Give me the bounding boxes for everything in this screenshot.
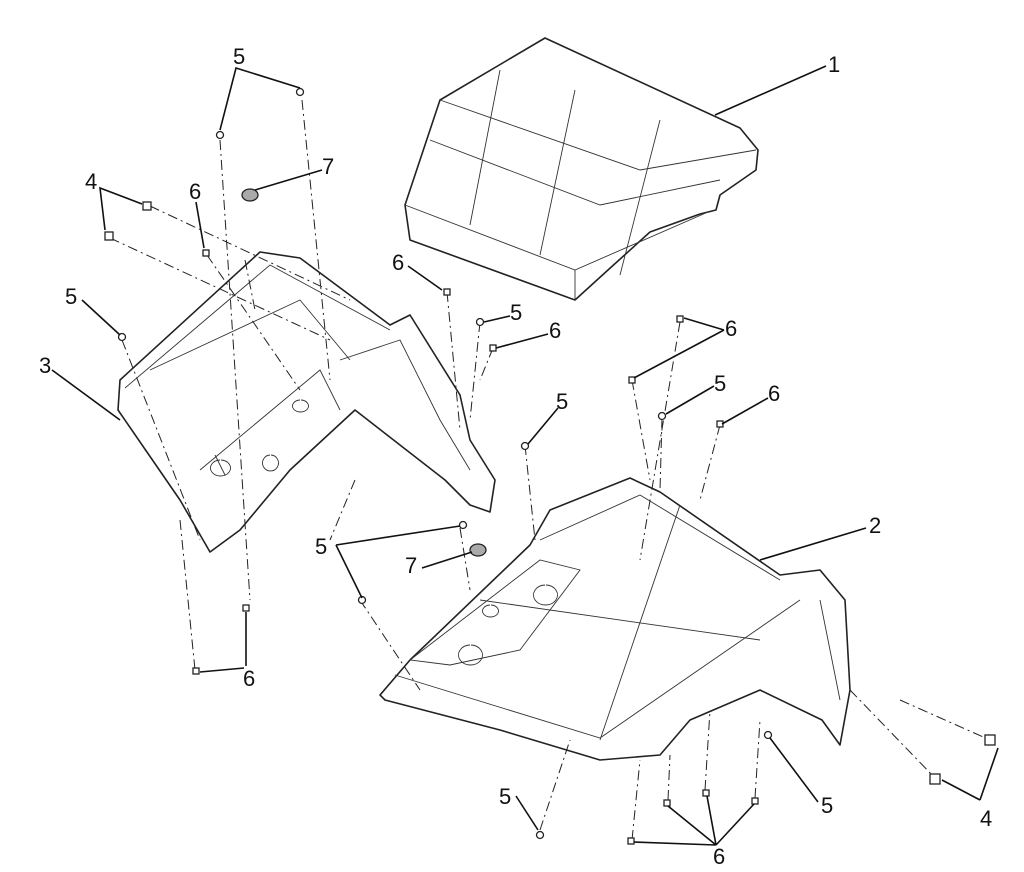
screw-5 (535, 830, 545, 840)
screw-5 (295, 87, 305, 97)
part-3-left-fender (117, 251, 496, 553)
screw-5 (763, 730, 773, 740)
callout-6: 6 (243, 666, 255, 691)
callout-6: 6 (549, 318, 561, 343)
callout-7: 7 (322, 154, 334, 179)
callout-5: 5 (65, 284, 77, 309)
callout-6: 6 (189, 179, 201, 204)
callout-6: 6 (725, 316, 737, 341)
callout-5: 5 (499, 784, 511, 809)
assembly-lines (109, 99, 991, 841)
callout-5: 5 (315, 534, 327, 559)
nut-6 (443, 288, 451, 296)
callout-7: 7 (405, 553, 417, 578)
callout-6: 6 (768, 381, 780, 406)
nut-6 (628, 376, 636, 384)
clip-4 (142, 201, 152, 211)
nut-6 (242, 604, 250, 612)
callout-5: 5 (510, 300, 522, 325)
callout-1: 1 (828, 52, 840, 77)
callout-4: 4 (980, 806, 992, 831)
screw-5 (215, 130, 225, 140)
callout-5: 5 (233, 44, 245, 69)
callout-labels: 1 5 7 4 6 6 5 5 6 6 3 5 6 5 2 5 7 6 5 5 … (39, 44, 992, 869)
callout-6: 6 (392, 250, 404, 275)
part-2-right-fender (379, 477, 851, 761)
callout-4: 4 (85, 169, 97, 194)
nut-6 (663, 799, 671, 807)
screw-5 (117, 332, 127, 342)
nut-6 (676, 315, 684, 323)
screw-5 (475, 317, 485, 327)
screw-5 (520, 441, 530, 451)
callout-2: 2 (869, 513, 881, 538)
part-1-top-cover (404, 37, 759, 301)
callout-3: 3 (39, 353, 51, 378)
nut-6 (489, 344, 497, 352)
nut-6 (702, 789, 710, 797)
leader-lines (51, 65, 999, 846)
fasteners (104, 87, 996, 845)
screw-5 (458, 520, 468, 530)
nut-6 (627, 837, 635, 845)
callout-5: 5 (821, 793, 833, 818)
nut-6 (751, 797, 759, 805)
screw-5 (657, 411, 667, 421)
clip-4 (929, 773, 941, 785)
callout-5: 5 (556, 389, 568, 414)
grommet-7 (241, 188, 259, 202)
callout-5: 5 (714, 371, 726, 396)
grommet-7 (469, 543, 487, 557)
nut-6 (192, 667, 200, 675)
callout-6: 6 (713, 844, 725, 869)
clip-4 (104, 231, 114, 241)
nut-6 (202, 249, 210, 257)
clip-4 (984, 734, 996, 746)
